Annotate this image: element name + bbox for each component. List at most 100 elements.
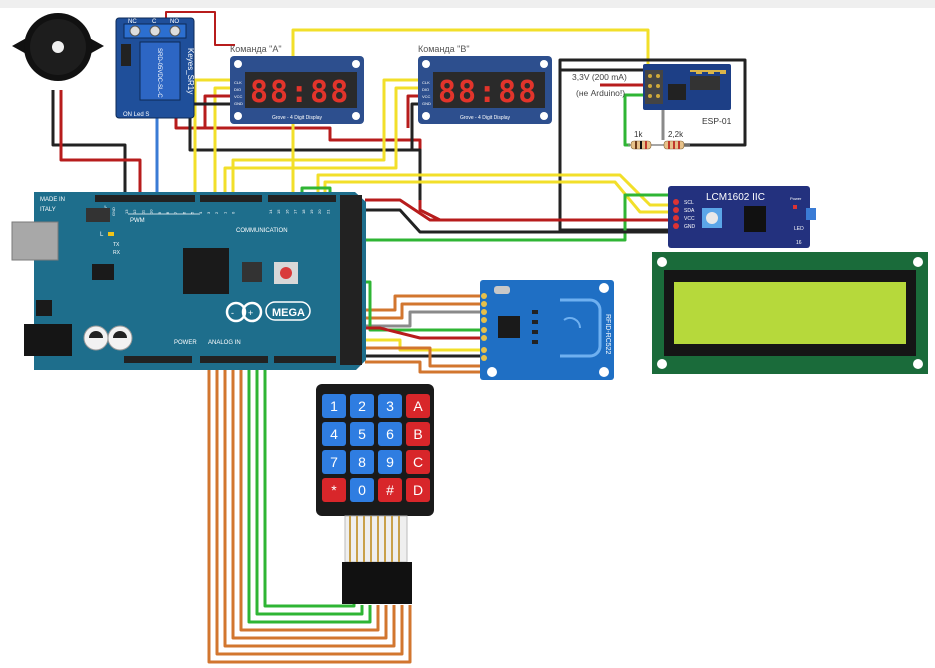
rfid-antenna-arc [563,317,581,329]
keypad-key-face [322,394,346,418]
lcd-hole [657,359,667,369]
rfid-smd [532,340,538,344]
keypad-key-label: A [413,398,423,414]
keypad-key-face [322,450,346,474]
keypad-key-A[interactable]: A [406,394,430,418]
wire-relay-red [174,118,660,222]
keypad-key-1[interactable]: 1 [322,394,346,418]
keypad-key-label: 2 [358,398,366,414]
keypad-key-4[interactable]: 4 [322,422,346,446]
wire-kp-orange3 [223,362,396,648]
keypad-key-label: 0 [358,482,366,498]
lcd-pot-knob [706,212,718,224]
keypad-key-C[interactable]: C [406,450,430,474]
rfid-antenna-icon [560,298,602,358]
wire-rfid-orange1 [365,294,482,312]
rfid-smd [532,330,538,334]
wire-esp-black2 [558,60,680,232]
main-chip [183,248,229,294]
rfid-pins [481,293,487,361]
relay-brand: Keyes_SR1y [186,48,195,94]
relay-screw-no [169,25,181,37]
display-a-pin-vcc: VCC [234,94,243,99]
rfid-hole [599,367,609,377]
keypad-key-B[interactable]: B [406,422,430,446]
esp-pin [648,94,652,98]
keypad-key-8[interactable]: 8 [350,450,374,474]
display-b-pin-gnd: GND [422,101,431,106]
bottom-header-analog2 [274,356,336,363]
keypad-key-0[interactable]: 0 [350,478,374,502]
keypad-key-2[interactable]: 2 [350,394,374,418]
esp-note-line1: 3,3V (200 mA) [572,72,627,82]
rfid-smd [532,320,538,324]
keypad-key-label: # [386,482,394,498]
keypad-key-label: 6 [386,426,394,442]
relay-header-c: C [152,19,157,25]
wire-lcd-black [365,208,670,234]
digital-pin-label: 1 [222,211,227,214]
tx-label: TX [113,242,120,248]
esp-flash [690,76,720,90]
rfid-hole [487,367,497,377]
resistor-band [668,141,670,149]
keypad-key-face [406,450,430,474]
wire-dispB-red [406,94,420,128]
wire-rfid-yellow [365,338,482,352]
wire-kp-green1 [247,362,372,624]
esp-pin-header [645,70,663,104]
keypad-key-face [406,394,430,418]
esp-pin [656,74,660,78]
esp-pin [656,84,660,88]
bottom-header-power [124,356,192,363]
relay-header-nc: NC [128,19,137,25]
comm-pin-label: 16 [284,209,289,214]
wire-rfid-gray [365,310,482,328]
esp-label: ESP-01 [702,116,732,126]
resistor-1k-label: 1k [634,130,643,139]
ribbon-traces [349,516,400,562]
keypad-key-5[interactable]: 5 [350,422,374,446]
icsp-header-mid [242,262,262,282]
display-b-pin-dio: DIO [422,87,429,92]
lcd-power-label: Power [790,196,802,201]
lcd-hole [913,257,923,267]
display-b-digits: 88:88 [438,75,538,110]
esp-pin [656,94,660,98]
digital-pin-label: 8 [165,211,170,214]
wire-dispA-red [203,94,232,128]
icsp-header-top [86,208,110,222]
display-b-screen [433,72,545,108]
rfid-crystal [494,286,510,294]
keypad-key-face [350,422,374,446]
keypad-key-*[interactable]: * [322,478,346,502]
keypad-key-3[interactable]: 3 [378,394,402,418]
pwm-label: PWM [130,218,145,224]
digital-pin-label: 5 [190,211,195,214]
digital-pin-label: 13 [124,209,129,214]
keypad-key-D[interactable]: D [406,478,430,502]
power-label: POWER [174,340,197,346]
keypad-key-6[interactable]: 6 [378,422,402,446]
keypad-connector [342,562,412,604]
display-a-hole [234,112,242,120]
top-edge-bar [0,0,935,8]
lcd-pin-dot [673,223,679,229]
keypad-key-label: C [413,454,423,470]
keypad-key-face [378,450,402,474]
keypad-key-face [378,478,402,502]
wire-kp-green2 [255,362,364,616]
italy-label: ITALY [40,207,56,213]
keypad-key-7[interactable]: 7 [322,450,346,474]
display-b-pin-vcc: VCC [422,94,431,99]
wire-relay-red-top [165,11,235,46]
display-a: Команда "A" 88:88 Grove - 4 Digit Displa… [230,44,364,124]
wire-kp-orange5 [239,362,380,632]
keypad-key-9[interactable]: 9 [378,450,402,474]
reset-button[interactable] [280,267,292,279]
lcd-screen [674,282,906,344]
keypad-key-#[interactable]: # [378,478,402,502]
